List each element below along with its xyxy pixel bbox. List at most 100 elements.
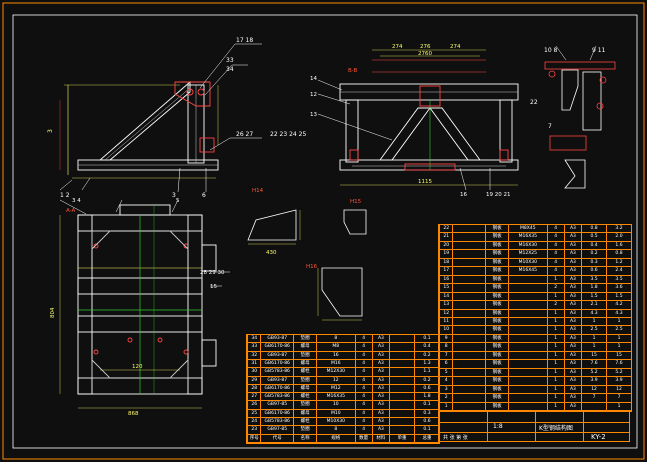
table-cell: 4 [354, 393, 372, 401]
table-cell: 4 [354, 359, 372, 368]
table-cell: 4 [354, 418, 372, 426]
table-cell: GB5783-86 [260, 418, 293, 426]
table-cell: 14 [439, 292, 452, 301]
table-cell: A3 [563, 241, 581, 250]
table-cell: 4 [354, 376, 372, 384]
table-cell: 19 [439, 250, 452, 258]
table-cell: 4 [546, 233, 564, 241]
table-cell: 0.2 [414, 376, 439, 384]
table-cell: 1 [546, 351, 564, 360]
table-cell [508, 275, 546, 284]
table-cell: 钢板 [485, 402, 508, 410]
table-cell: 钢板 [485, 301, 508, 309]
table-cell: 钢板 [485, 351, 508, 360]
table-cell: GB93-87 [260, 335, 293, 343]
table-cell [581, 402, 606, 410]
callout-15: 15 [210, 284, 217, 290]
table-cell: M10 [316, 409, 354, 418]
table-cell: A3 [563, 301, 581, 309]
table-cell: A3 [371, 418, 389, 426]
table-cell [508, 377, 546, 385]
table-cell [452, 258, 485, 267]
table-cell: 10 [439, 326, 452, 334]
table-cell: M16X35 [508, 233, 546, 241]
table-cell: 单重 [389, 434, 414, 442]
table-cell [452, 225, 485, 233]
table-cell [508, 326, 546, 334]
table-cell: 垫圈 [293, 401, 316, 409]
small-detail-labels: H14 H15 H16 430 [252, 188, 362, 270]
table-cell: A3 [563, 368, 581, 377]
table-cell: 4 [546, 225, 564, 233]
drawing-scale: 1:8 [493, 423, 503, 430]
detail-h15-label: H15 [350, 199, 362, 205]
table-cell: 16 [439, 275, 452, 284]
table-cell: 钢板 [485, 334, 508, 343]
table-cell: M16X45 [508, 267, 546, 275]
table-cell: 4 [354, 343, 372, 351]
table-cell: 0.6 [414, 384, 439, 393]
table-cell: 垫圈 [293, 426, 316, 434]
table-cell: 数量 [354, 434, 372, 442]
table-cell [389, 393, 414, 401]
table-cell: GB93-87 [260, 351, 293, 359]
table-cell: M12 [316, 384, 354, 393]
table-cell [452, 377, 485, 385]
table-cell: A3 [563, 326, 581, 334]
table-cell: 螺母 [293, 359, 316, 368]
table-cell: 0.4 [414, 343, 439, 351]
table-cell [508, 334, 546, 343]
table-cell: GB97-85 [260, 426, 293, 434]
table-cell: 2 [546, 301, 564, 309]
table-cell: 8 [316, 426, 354, 434]
table-cell: M16X35 [316, 393, 354, 401]
bracket-callouts: 10 8 9 11 22 7 [530, 47, 606, 130]
drawing-sheet: 共 张 第 张 [443, 435, 468, 441]
table-cell: 16 [316, 351, 354, 359]
table-cell: 8 [439, 343, 452, 351]
table-cell: 17 [439, 267, 452, 275]
table-cell: A3 [563, 258, 581, 267]
table-cell: 31 [247, 359, 260, 368]
table-cell: 0.2 [414, 351, 439, 359]
table-cell: A3 [563, 309, 581, 317]
table-cell: 7 [606, 394, 631, 402]
table-cell: 0.8 [581, 225, 606, 233]
table-cell: 1.6 [606, 241, 631, 250]
table-cell: M8 [316, 343, 354, 351]
table-cell: 12 [439, 309, 452, 317]
table-cell: 8 [316, 335, 354, 343]
callout-7: 7 [548, 123, 552, 130]
table-cell: 34 [247, 335, 260, 343]
table-cell: 钢板 [485, 318, 508, 326]
table-cell: 4.3 [581, 309, 606, 317]
table-cell [452, 250, 485, 258]
table-cell: 0.6 [581, 267, 606, 275]
table-cell: A3 [371, 368, 389, 376]
table-cell: 螺母 [293, 343, 316, 351]
dim-276: 276 [420, 44, 431, 50]
table-cell: 垫圈 [293, 335, 316, 343]
table-cell: A3 [563, 394, 581, 402]
table-cell: A3 [563, 334, 581, 343]
callout-13: 13 [310, 112, 317, 118]
dim-274-right: 274 [450, 44, 461, 50]
table-cell: A3 [371, 426, 389, 434]
table-cell: 4 [354, 401, 372, 409]
table-cell [508, 402, 546, 410]
table-cell [452, 301, 485, 309]
table-cell [452, 385, 485, 394]
table-cell [452, 309, 485, 317]
table-cell [508, 394, 546, 402]
table-cell: GB6170-86 [260, 409, 293, 418]
table-cell: GB5783-86 [260, 368, 293, 376]
